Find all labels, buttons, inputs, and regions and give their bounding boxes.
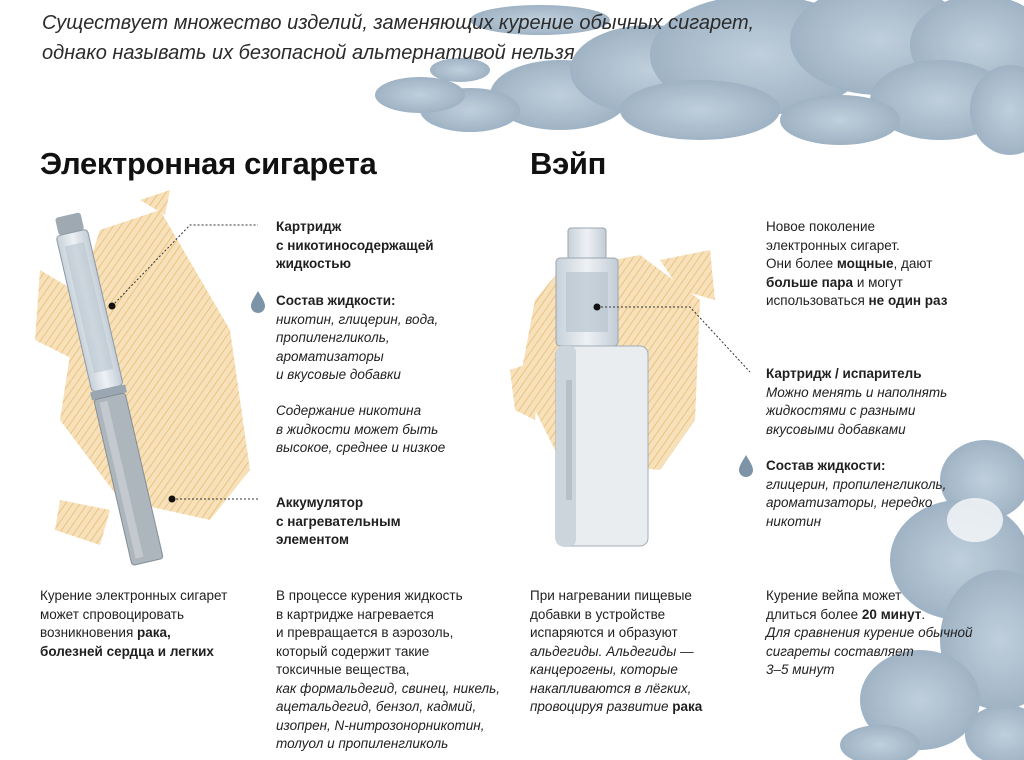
vape-intro-text: Новое поколение электронных сигарет. Они… — [766, 219, 948, 308]
drop-icon — [251, 291, 265, 313]
drop-icon — [739, 455, 753, 477]
vape-liquid-title: Состав жидкости: — [766, 458, 886, 473]
ecig-liquid-title: Состав жидкости: — [276, 293, 396, 308]
vape-heat-text: При нагревании пищевые добавки в устройс… — [530, 588, 703, 714]
vape-cartridge-title: Картридж / испаритель — [766, 366, 922, 381]
ecig-nicotine-note: Содержание никотина в жидкости может быт… — [276, 403, 446, 455]
vape-liquid-block: Состав жидкости: глицерин, пропиленглико… — [766, 458, 947, 529]
ecig-device — [55, 212, 164, 566]
vape-title: Вэйп — [530, 146, 607, 181]
vape-device — [555, 227, 649, 547]
vape-cartridge-block: Картридж / испаритель Можно менять и нап… — [766, 366, 948, 437]
ecig-risk-text: Курение электронных сигарет может спрово… — [40, 588, 228, 659]
ecig-title: Электронная сигарета — [40, 146, 377, 181]
vape-duration-text: Курение вейпа может длиться более 20 мин… — [766, 588, 973, 677]
ecig-battery-label: Аккумулятор с нагревательным элементом — [276, 495, 401, 547]
intro-text: Существует множество изделий, заменяющих… — [42, 8, 842, 68]
leader-lines — [111, 224, 751, 500]
vape-cartridge-marker — [593, 303, 601, 311]
cartridge-marker — [108, 302, 116, 310]
ecig-cartridge-label: Картридж с никотиносодержащей жидкостью — [276, 219, 434, 271]
ecig-liquid-block: Состав жидкости: никотин, глицерин, вода… — [276, 293, 439, 382]
intro-line: Существует множество изделий, заменяющих… — [42, 12, 755, 34]
intro-line: однако называть их безопасной альтернати… — [42, 42, 575, 64]
battery-marker — [168, 495, 176, 503]
ecig-process-text: В процессе курения жидкость в картридже … — [276, 588, 501, 751]
smoke-cloud-top — [375, 0, 1024, 155]
